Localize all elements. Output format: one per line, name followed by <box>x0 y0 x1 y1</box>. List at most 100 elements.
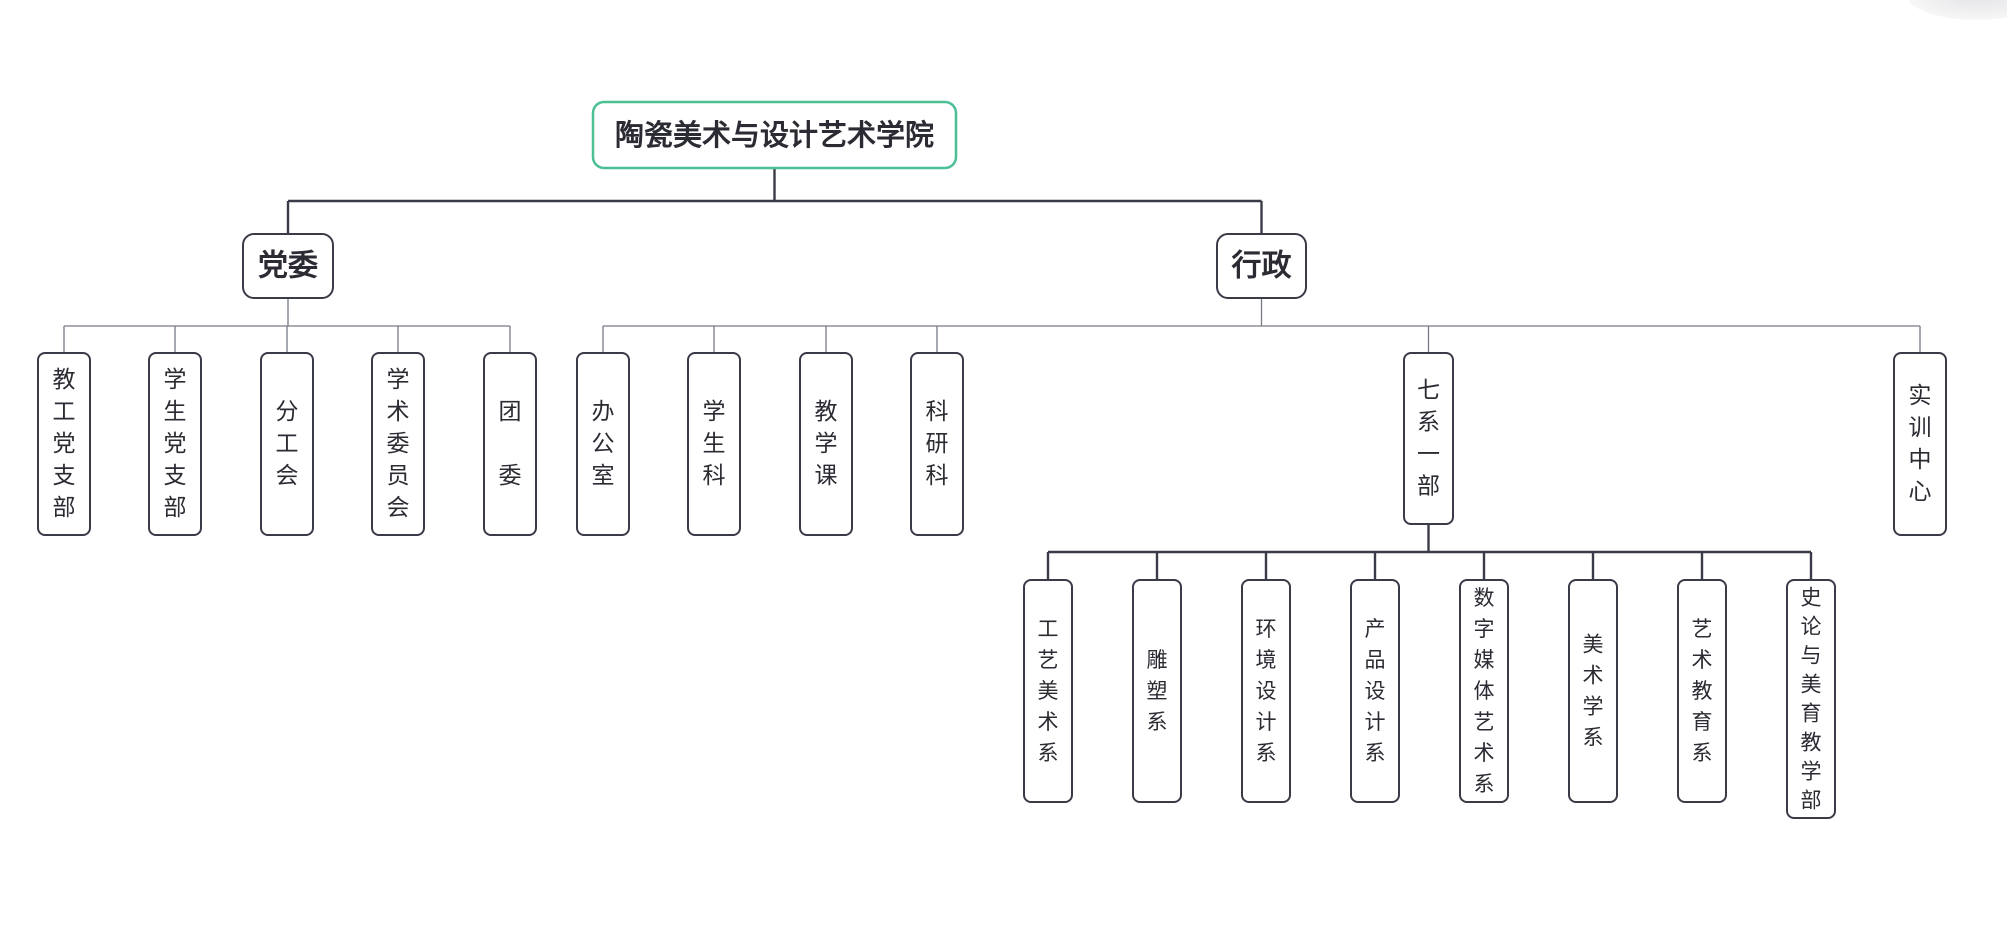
node-label-char: 媒 <box>1474 648 1495 672</box>
node-label-char: 字 <box>1474 617 1495 641</box>
node-label: 分工会 <box>276 399 299 489</box>
node-label: 数字媒体艺术系 <box>1474 586 1495 796</box>
node-label-char: 工 <box>1038 617 1059 641</box>
node-label-char: 训 <box>1909 415 1932 441</box>
node-label: 教学课 <box>815 399 838 489</box>
node-label: 艺术教育系 <box>1692 617 1713 765</box>
node-shilun[interactable]: 史论与美育教学部 <box>1786 579 1836 819</box>
node-box <box>242 233 334 299</box>
node-label-char: 美 <box>1038 679 1059 703</box>
node-label-char: 术 <box>387 399 410 425</box>
node-label: 陶瓷美术与设计艺术学院 <box>615 118 934 152</box>
node-root[interactable]: 陶瓷美术与设计艺术学院 <box>591 100 958 170</box>
node-label-char: 术 <box>1583 664 1604 688</box>
node-xueshu[interactable]: 学术委员会 <box>371 352 425 536</box>
node-jiaogong[interactable]: 教工党支部 <box>37 352 91 536</box>
node-label: 美术学系 <box>1583 633 1604 750</box>
node-label-char: 部 <box>1417 474 1440 500</box>
node-label-char: 术 <box>1692 648 1713 672</box>
node-chanpin[interactable]: 产品设计系 <box>1350 579 1400 803</box>
node-label-char: 系 <box>1038 741 1059 765</box>
node-diaosu[interactable]: 雕塑系 <box>1132 579 1182 803</box>
node-label-char: 艺 <box>1692 617 1713 641</box>
node-label-char: 系 <box>1417 410 1440 436</box>
node-label-char: 产 <box>1365 617 1386 641</box>
node-label-char: 设 <box>1365 679 1386 703</box>
node-fengonghui[interactable]: 分工会 <box>260 352 314 536</box>
node-label-char: 系 <box>1147 710 1168 734</box>
node-label: 学生党支部 <box>164 367 187 521</box>
node-label: 学生科 <box>703 399 726 489</box>
node-box <box>1241 579 1291 803</box>
node-label-char: 一 <box>1417 442 1440 468</box>
node-label-char: 史 <box>1801 586 1822 610</box>
node-label-char: 系 <box>1256 741 1277 765</box>
node-label-char: 党 <box>164 431 187 457</box>
node-label-char: 设 <box>1256 679 1277 703</box>
node-xuesheng-dang[interactable]: 学生党支部 <box>148 352 202 536</box>
node-huanjing[interactable]: 环境设计系 <box>1241 579 1291 803</box>
node-shixun[interactable]: 实训中心 <box>1893 352 1947 536</box>
node-label-char: 支 <box>164 463 187 489</box>
node-label-char: 公 <box>592 431 615 457</box>
node-box <box>1786 579 1836 819</box>
node-label-char: 工 <box>276 431 299 457</box>
node-label: 七系一部 <box>1417 378 1440 500</box>
node-box <box>148 352 202 536</box>
node-label-char: 环 <box>1256 617 1277 641</box>
node-box <box>687 352 741 536</box>
node-label: 实训中心 <box>1909 383 1932 505</box>
node-box <box>1350 579 1400 803</box>
node-label-char: 计 <box>1256 710 1277 734</box>
node-label-char: 科 <box>703 463 726 489</box>
node-label-char: 委 <box>499 463 522 489</box>
node-tuanwei[interactable]: 团委 <box>483 352 537 536</box>
node-label-char: 计 <box>1365 710 1386 734</box>
node-admin[interactable]: 行政 <box>1216 233 1307 299</box>
node-label: 产品设计系 <box>1365 617 1386 765</box>
node-label-char: 与 <box>1801 644 1822 668</box>
node-label-char: 教 <box>1801 731 1822 755</box>
connector-lines <box>63 168 1921 580</box>
node-label-char: 美 <box>1583 633 1604 657</box>
node-label-char: 系 <box>1583 726 1604 750</box>
node-box <box>483 352 537 536</box>
node-yishu-jy[interactable]: 艺术教育系 <box>1677 579 1727 803</box>
node-label-char: 七 <box>1417 378 1440 404</box>
node-label-char: 艺 <box>1038 648 1059 672</box>
node-party[interactable]: 党委 <box>242 233 334 299</box>
node-shuzi[interactable]: 数字媒体艺术系 <box>1459 579 1509 803</box>
node-label-char: 系 <box>1474 772 1495 796</box>
node-xueshengke[interactable]: 学生科 <box>687 352 741 536</box>
node-box <box>1216 233 1307 299</box>
node-jiaoxueke[interactable]: 教学课 <box>799 352 853 536</box>
node-qixi[interactable]: 七系一部 <box>1403 352 1454 525</box>
node-box <box>1132 579 1182 803</box>
node-label-char: 学 <box>387 367 410 393</box>
node-label-char: 中 <box>1909 447 1932 473</box>
node-label-char: 体 <box>1474 679 1495 703</box>
node-bangong[interactable]: 办公室 <box>576 352 630 536</box>
node-layer: 陶瓷美术与设计艺术学院党委行政教工党支部学生党支部分工会学术委员会团委办公室学生… <box>37 100 1947 819</box>
node-label: 雕塑系 <box>1147 648 1168 734</box>
node-label-char: 境 <box>1256 648 1277 672</box>
node-label-char: 教 <box>815 399 838 425</box>
node-label-char: 员 <box>387 463 410 489</box>
node-label-char: 科 <box>926 399 949 425</box>
node-meishu[interactable]: 美术学系 <box>1568 579 1618 803</box>
node-label-char: 育 <box>1692 710 1713 734</box>
node-label-char: 艺 <box>1474 710 1495 734</box>
node-label: 科研科 <box>926 399 949 489</box>
node-label-char: 系 <box>1365 741 1386 765</box>
node-box <box>1459 579 1509 803</box>
node-label-char: 团 <box>499 399 522 425</box>
node-label-char: 塑 <box>1147 679 1168 703</box>
node-label-char: 部 <box>53 495 76 521</box>
node-box <box>910 352 964 536</box>
node-label: 团委 <box>499 399 522 489</box>
node-label-char: 学 <box>703 399 726 425</box>
node-gongyi[interactable]: 工艺美术系 <box>1023 579 1073 803</box>
node-keyanke[interactable]: 科研科 <box>910 352 964 536</box>
node-label-char: 生 <box>703 431 726 457</box>
